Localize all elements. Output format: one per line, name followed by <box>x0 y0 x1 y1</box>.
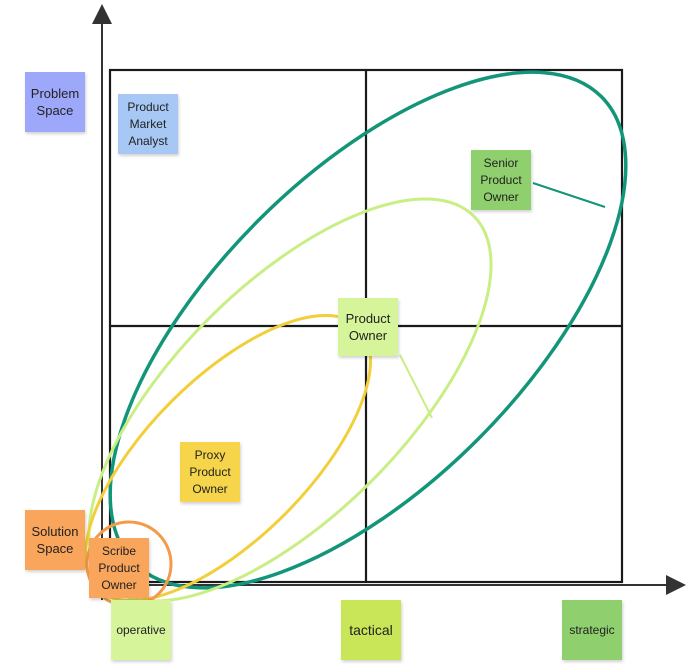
product-owner-connector <box>399 354 433 419</box>
operative-note: operative <box>111 600 171 660</box>
strategic-note: strategic <box>562 600 622 660</box>
senior-product-owner-connector <box>532 182 606 208</box>
tactical-note: tactical <box>341 600 401 660</box>
product-market-analyst-note: Product Market Analyst <box>118 94 178 154</box>
senior-product-owner-note: Senior Product Owner <box>471 150 531 210</box>
solution-space-note: Solution Space <box>25 510 85 570</box>
scribe-product-owner-note: Scribe Product Owner <box>89 538 149 598</box>
product-owner-note: Product Owner <box>338 298 398 356</box>
problem-space-note: Problem Space <box>25 72 85 132</box>
proxy-product-owner-note: Proxy Product Owner <box>180 442 240 502</box>
